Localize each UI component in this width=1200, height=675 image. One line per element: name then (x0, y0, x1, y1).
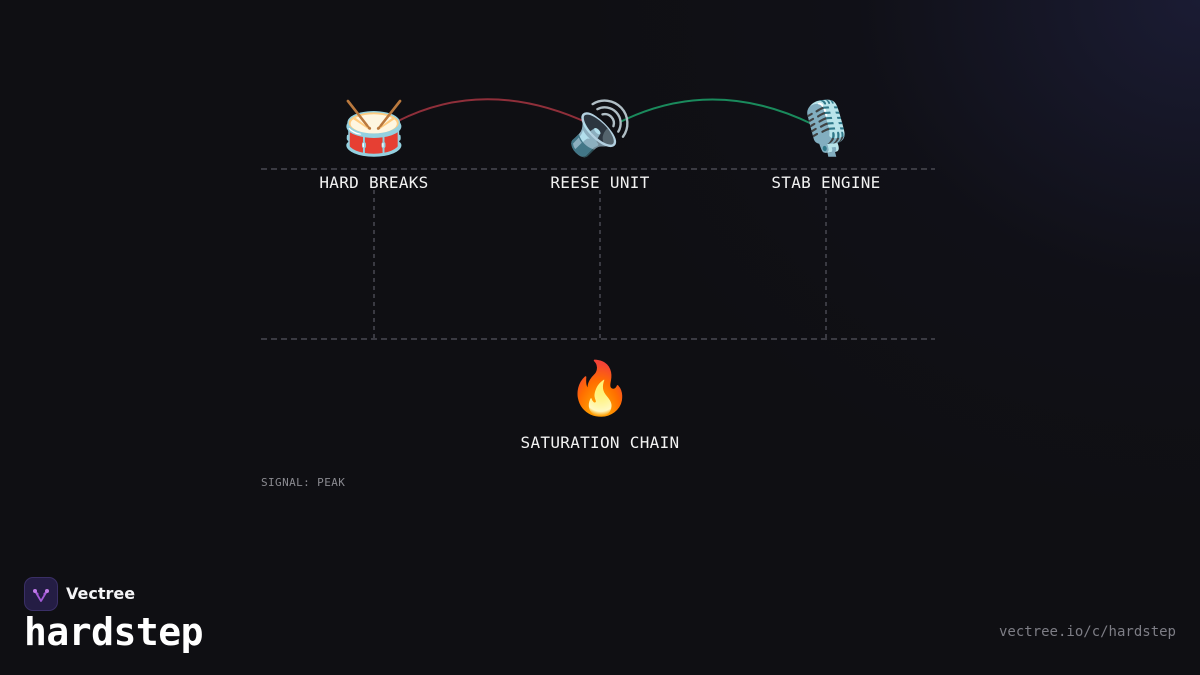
node-label-hard-breaks: HARD BREAKS (319, 173, 429, 192)
brand-name: Vectree (66, 584, 136, 603)
fire-icon: 🔥 (567, 359, 633, 419)
node-label-stab-engine: STAB ENGINE (771, 173, 881, 192)
microphone-icon: 🎙️ (793, 99, 859, 159)
arc-reese-unit-to-stab-engine (619, 98, 813, 125)
speaker-icon: 🔊 (567, 99, 633, 159)
node-label-reese-unit: REESE UNIT (550, 173, 650, 192)
signal-note: SIGNAL: PEAK (261, 476, 346, 489)
project-title: hardstep (24, 610, 204, 654)
project-url[interactable]: vectree.io/c/hardstep (998, 624, 1176, 640)
drum-icon: 🥁 (341, 99, 407, 159)
vectree-logo-icon (24, 577, 58, 611)
arc-hard-breaks-to-reese-unit (397, 98, 591, 125)
node-label-saturation-chain: SATURATION CHAIN (520, 433, 680, 452)
